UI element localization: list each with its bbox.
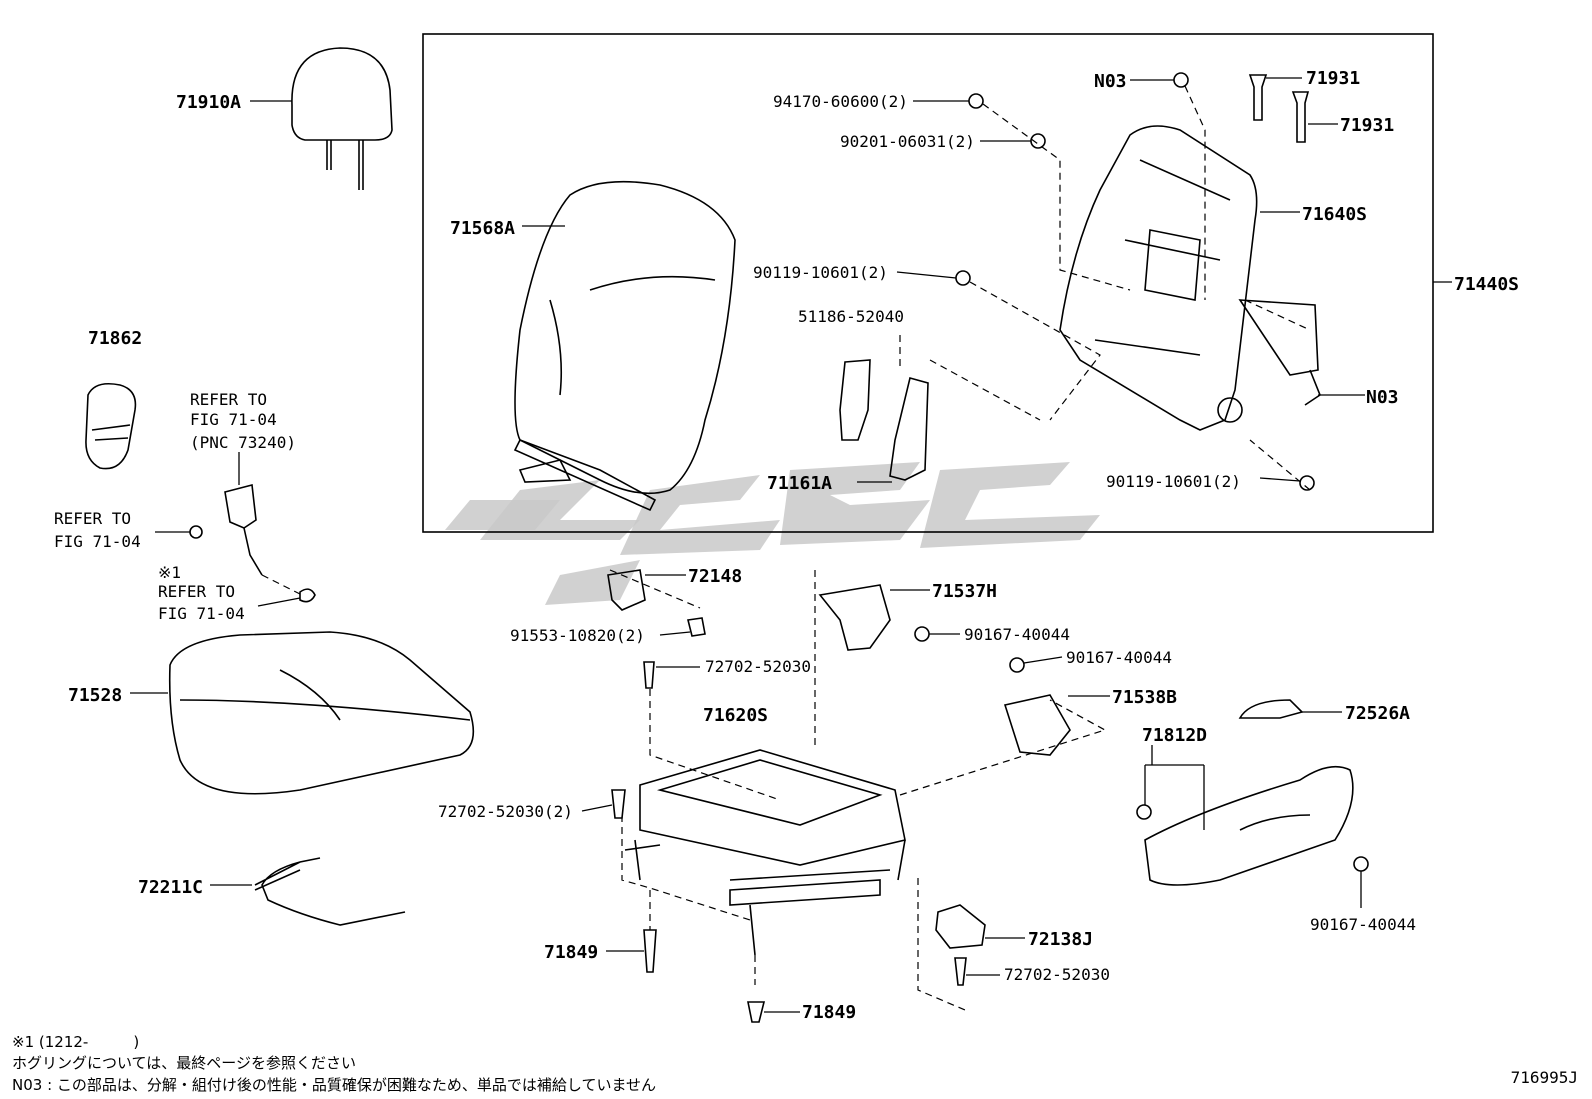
footnote-3: N03 : この部品は、分解・組付け後の性能・品質確保が困難なため、単品では補給… [12,1076,657,1094]
label-71537H: 71537H [932,581,997,602]
label-N03b: N03 [1366,387,1399,408]
label-90167a: 90167-40044 [964,625,1070,644]
label-71849b: 71849 [802,1002,856,1023]
seatback-frame-part [1059,125,1321,431]
label-71931b: 71931 [1340,115,1394,136]
label-71161A: 71161A [767,473,832,494]
seatback-assembly-box [422,33,1434,533]
label-90119b: 90119-10601(2) [1106,472,1241,491]
bracket-72138J-part [935,904,986,949]
knob-72526A-part [1238,699,1304,719]
label-refer2-l2: FIG 71-04 [54,532,141,551]
label-90119a: 90119-10601(2) [753,263,888,282]
leader-line [1259,477,1301,482]
label-72702b: 72702-52030(2) [438,802,573,821]
leader-line [1023,656,1063,664]
fasteners-top [955,72,1315,491]
dash-guides-top [969,85,1311,491]
footnote-2: ホグリングについては、最終ページを参照ください [12,1054,356,1072]
label-72148: 72148 [688,566,742,587]
label-star1: ※1 [158,563,181,582]
footnote-1: ※1 (1212- ) [12,1033,140,1051]
label-72702a: 72702-52030 [705,657,811,676]
headrest-part [291,47,393,190]
bracket-71537H-part [818,584,891,651]
label-refer1-l3: (PNC 73240) [190,433,296,452]
leader-bracket [1144,745,1205,830]
label-71812D: 71812D [1142,725,1207,746]
label-71528: 71528 [68,685,122,706]
label-72702c: 72702-52030 [1004,965,1110,984]
label-refer1-l2: FIG 71-04 [190,410,277,429]
label-71910A: 71910A [176,92,241,113]
label-90201: 90201-06031(2) [840,132,975,151]
cover-71862-part [85,382,137,470]
label-refer2-l1: REFER TO [54,509,131,528]
label-71440S: 71440S [1454,274,1519,295]
watermark-logo [445,462,1100,605]
figure-code: 716995J [1510,1068,1578,1087]
seat-track-part [624,749,906,956]
leader-line [896,271,957,279]
label-refer3-l1: REFER TO [158,582,235,601]
label-71538B: 71538B [1112,687,1177,708]
fasteners-bottom [611,626,1369,1023]
leader-line [659,631,691,636]
side-shield-71812D-part [1144,765,1354,886]
label-72138J: 72138J [1028,929,1093,950]
leader-line [581,804,613,812]
bracket-71538B-part [1003,694,1071,756]
label-51186: 51186-52040 [798,307,904,326]
bracket-72148-part [607,569,706,637]
leader-line [257,597,301,607]
label-90167c: 90167-40044 [1310,915,1416,934]
label-91553: 91553-10820(2) [510,626,645,645]
bracket-51186-part [839,335,1041,481]
label-71568A: 71568A [450,218,515,239]
label-refer3-l2: FIG 71-04 [158,604,245,623]
label-71640S: 71640S [1302,204,1367,225]
label-72526A: 72526A [1345,703,1410,724]
label-94170: 94170-60600(2) [773,92,908,111]
seatbelt-buckle-part [189,452,316,603]
label-71620S: 71620S [703,705,768,726]
label-71862: 71862 [88,328,142,349]
seat-cushion-part [168,631,475,795]
label-refer1-l1: REFER TO [190,390,267,409]
label-90167b: 90167-40044 [1066,648,1172,667]
label-71849a: 71849 [544,942,598,963]
label-71931a: 71931 [1306,68,1360,89]
seatback-cover-part [513,180,736,512]
label-N03a: N03 [1094,71,1127,92]
wire-72211C-part [254,857,406,926]
label-72211C: 72211C [138,877,203,898]
dash-guides-bottom [609,569,1107,1011]
